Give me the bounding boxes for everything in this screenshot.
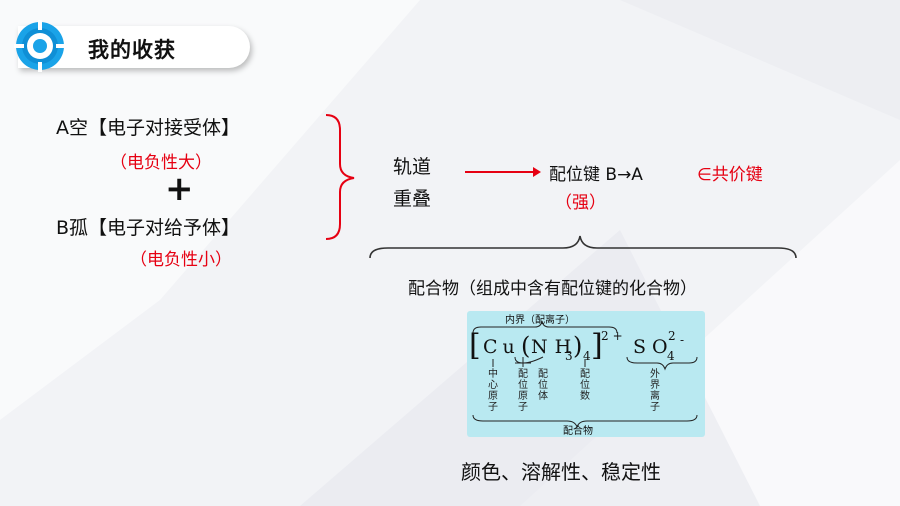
coordinate-bond-label: 配位键 B→A xyxy=(549,165,643,185)
bracket-left: [ xyxy=(469,328,481,363)
nh-subscript: 3 xyxy=(565,349,573,363)
positive-charge: 2+ xyxy=(601,329,627,343)
red-brace xyxy=(325,114,355,240)
acceptor-note: （电负性大） xyxy=(110,153,212,173)
right-arrow xyxy=(465,167,541,177)
label-ligand-atom: 配位原子 xyxy=(518,369,528,413)
strong-note: （强） xyxy=(555,193,606,213)
label-outer-ion: 外界离子 xyxy=(650,369,660,413)
properties-line: 颜色、溶解性、稳定性 xyxy=(461,460,661,484)
paren-close: ) xyxy=(573,332,583,360)
donor-line: B孤【电子对给予体】 xyxy=(56,217,241,239)
donor-note: （电负性小） xyxy=(130,250,232,270)
acceptor-line: A空【电子对接受体】 xyxy=(56,117,240,139)
negative-charge-number: 2 xyxy=(668,329,676,343)
nh-symbol: NH xyxy=(531,336,579,358)
label-complex: 配合物 xyxy=(563,426,593,437)
inner-sphere-label: 内界（配离子） xyxy=(505,315,575,326)
ligand-count-subscript: 4 xyxy=(583,349,591,363)
paren-open: ( xyxy=(521,332,531,360)
negative-charge-sign: - xyxy=(680,333,685,347)
covalent-membership: ∈共价键 xyxy=(697,165,763,185)
orbital-line1: 轨道 xyxy=(393,156,432,178)
orbital-line2: 重叠 xyxy=(393,188,432,210)
page-title: 我的收获 xyxy=(88,38,176,62)
label-coordination-number: 配位数 xyxy=(580,369,590,402)
complex-definition: 配合物（组成中含有配位键的化合物） xyxy=(408,279,697,299)
label-center-atom: 中心原子 xyxy=(488,369,498,413)
horizontal-brace xyxy=(369,235,797,259)
bracket-right: ] xyxy=(591,328,603,363)
target-icon xyxy=(14,20,66,72)
complex-formula-diagram: 内界（配离子） [ Cu ( NH 3 ) 4 ] 2+ SO 4 2 - 中心… xyxy=(467,311,705,437)
label-ligand: 配位体 xyxy=(538,369,548,402)
so-symbol: SO xyxy=(633,336,674,358)
formula-lines xyxy=(472,320,698,429)
cu-symbol: Cu xyxy=(483,336,520,358)
so-subscript: 4 xyxy=(667,349,675,363)
plus-sign: + xyxy=(165,169,194,209)
